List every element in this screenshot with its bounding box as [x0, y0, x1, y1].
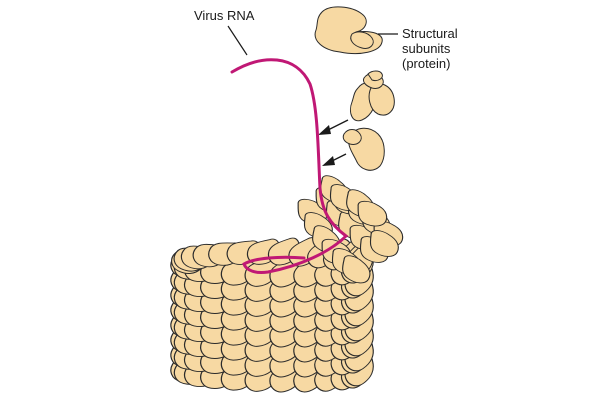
assembly-arrow-upper: [318, 119, 349, 135]
virus-rna-strand: [230, 58, 349, 274]
free-subunit-lower: [342, 127, 385, 171]
coiled-subunit-assembly: [168, 173, 406, 397]
subunit-label-line3: (protein): [402, 56, 450, 71]
free-subunit-middle: [349, 70, 395, 122]
subunit-label-line1: Structural: [402, 26, 458, 41]
free-subunit-top: [314, 6, 383, 55]
rna-label: Virus RNA: [194, 8, 255, 23]
assembly-arrow-lower: [322, 153, 347, 166]
rna-leader-line: [227, 25, 248, 56]
subunit-label-line2: subunits: [402, 41, 451, 56]
